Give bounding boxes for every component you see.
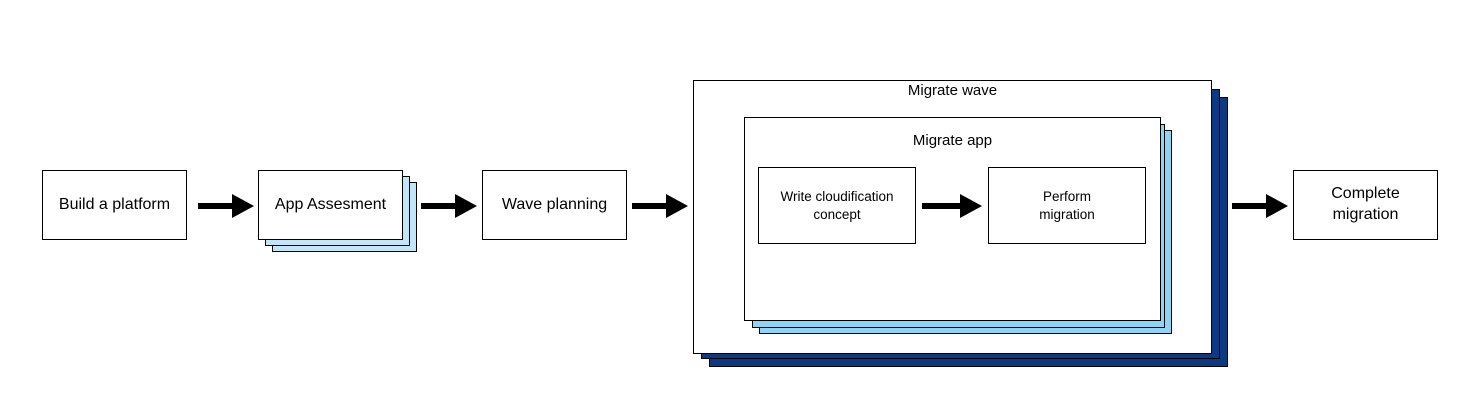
step-wave-planning: Wave planning: [482, 170, 627, 240]
step-complete-migration: Complete migration: [1293, 170, 1438, 240]
step-perform-migration: Perform migration: [988, 167, 1146, 244]
migrate-wave-title: Migrate wave: [907, 82, 998, 99]
arrow-icon: [922, 194, 982, 218]
arrow-icon: [198, 194, 254, 218]
step-wave-planning-label: Wave planning: [501, 195, 608, 213]
arrow-icon: [632, 194, 688, 218]
step-write-cloudification-concept: Write cloudification concept: [758, 167, 916, 244]
arrow-icon: [1232, 194, 1288, 218]
arrow-icon: [421, 194, 477, 218]
step-app-assessment: App Assesment: [258, 170, 403, 240]
migrate-app-title: Migrate app: [912, 132, 993, 149]
step-write-cloudification-concept-label: Write cloudification concept: [780, 188, 894, 222]
step-app-assessment-label: App Assesment: [274, 195, 387, 213]
step-complete-migration-label: Complete migration: [1331, 185, 1400, 223]
step-build-platform-label: Build a platform: [58, 195, 171, 213]
step-perform-migration-label: Perform migration: [1039, 188, 1095, 222]
step-build-platform: Build a platform: [42, 170, 187, 240]
